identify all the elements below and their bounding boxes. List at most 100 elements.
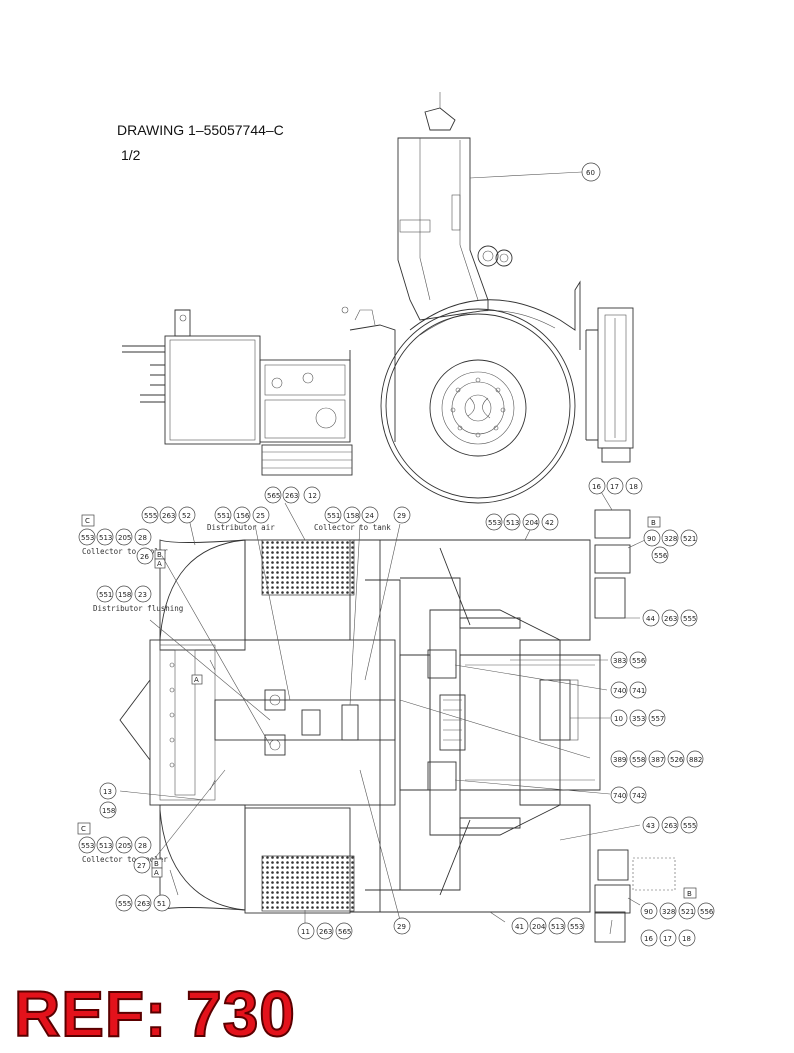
callout-circle xyxy=(282,486,300,504)
callout-number: 263 xyxy=(137,900,150,908)
callout-number: 263 xyxy=(664,822,677,830)
callout-number: 263 xyxy=(664,615,677,623)
callout-number: 882 xyxy=(689,756,702,764)
callout-263: 263 xyxy=(316,922,334,940)
callout-circle xyxy=(264,486,282,504)
callout-bubbles: 60 565 263 12 555 263 52 551 156 25 551 … xyxy=(78,162,715,947)
callout-circle xyxy=(115,836,133,854)
callout-158: 158 xyxy=(343,506,361,524)
callout-circle xyxy=(659,929,677,947)
callout-circle xyxy=(629,750,647,768)
callout-555: 555 xyxy=(141,506,159,524)
callout-number: 555 xyxy=(118,900,131,908)
callout-number: 740 xyxy=(613,687,626,695)
callout-circle xyxy=(648,750,666,768)
callout-circle xyxy=(178,506,196,524)
callout-513: 513 xyxy=(548,917,566,935)
callout-number: 23 xyxy=(138,591,147,599)
callout-number: 16 xyxy=(592,483,601,491)
callout-551: 551 xyxy=(96,585,114,603)
callout-204: 204 xyxy=(522,513,540,531)
callout-circle xyxy=(511,917,529,935)
callout-circle xyxy=(661,609,679,627)
callout-389: 389 xyxy=(610,750,628,768)
callout-circle xyxy=(393,917,411,935)
ref-label: REF: 730 xyxy=(13,978,296,1050)
callout-number: 24 xyxy=(365,512,374,520)
callout-26: 26 xyxy=(136,547,154,565)
callout-circle xyxy=(78,836,96,854)
callout-23: 23 xyxy=(134,585,152,603)
callout-number: 521 xyxy=(681,908,694,916)
callout-number: 158 xyxy=(346,512,359,520)
callout-number: 557 xyxy=(651,715,664,723)
callout-number: 17 xyxy=(610,483,619,491)
callout-circle xyxy=(252,506,270,524)
callout-circle xyxy=(134,528,152,546)
callout-number: 551 xyxy=(217,512,230,520)
callout-circle xyxy=(610,651,628,669)
callout-number: 16 xyxy=(644,935,653,943)
callout-number: 51 xyxy=(157,900,166,908)
callout-29: 29 xyxy=(393,917,411,935)
callout-number: 556 xyxy=(654,552,668,560)
callout-number: 513 xyxy=(506,519,519,527)
callout-circle xyxy=(297,922,315,940)
callout-29: 29 xyxy=(393,506,411,524)
callout-circle xyxy=(651,546,669,564)
callout-158: 158 xyxy=(115,585,133,603)
callout-number: 353 xyxy=(632,715,645,723)
callout-circle xyxy=(78,528,96,546)
callout-circle xyxy=(610,709,628,727)
callout-circle xyxy=(678,902,696,920)
callout-circle xyxy=(503,513,521,531)
callout-number: 526 xyxy=(670,756,684,764)
callout-number: 553 xyxy=(81,842,94,850)
callout-328: 328 xyxy=(659,902,677,920)
callout-number: 205 xyxy=(118,842,131,850)
callout-11: 11 xyxy=(297,922,315,940)
callout-28: 28 xyxy=(134,528,152,546)
callout-263: 263 xyxy=(282,486,300,504)
callout-513: 513 xyxy=(503,513,521,531)
callout-number: 263 xyxy=(162,512,175,520)
callout-number: 383 xyxy=(613,657,626,665)
callout-205: 205 xyxy=(115,836,133,854)
callout-circle xyxy=(522,513,540,531)
callout-number: 156 xyxy=(236,512,250,520)
callout-553: 553 xyxy=(485,513,503,531)
callout-28: 28 xyxy=(134,836,152,854)
callout-circle xyxy=(99,782,117,800)
callout-number: 741 xyxy=(632,687,645,695)
callout-number: 565 xyxy=(338,928,351,936)
callout-number: 263 xyxy=(319,928,332,936)
box-b-top: B xyxy=(157,551,162,559)
callout-90: 90 xyxy=(640,902,658,920)
callout-circle xyxy=(625,477,643,495)
box-b-right-top: B xyxy=(651,519,656,527)
callout-circle xyxy=(233,506,251,524)
callout-44: 44 xyxy=(642,609,660,627)
callout-number: 28 xyxy=(138,534,147,542)
callout-number: 205 xyxy=(118,534,131,542)
callout-383: 383 xyxy=(610,651,628,669)
note-collector-to-cooler-bottom: Collector to cooler xyxy=(82,855,168,864)
callout-557: 557 xyxy=(648,709,666,727)
callout-555: 555 xyxy=(680,609,698,627)
callout-circle xyxy=(115,585,133,603)
callout-263: 263 xyxy=(661,609,679,627)
callout-number: 90 xyxy=(644,908,653,916)
callout-circle xyxy=(680,816,698,834)
callout-60: 60 xyxy=(581,162,601,182)
callout-number: 553 xyxy=(570,923,583,931)
callout-circle xyxy=(667,750,685,768)
callout-number: 555 xyxy=(144,512,157,520)
callout-number: 740 xyxy=(613,792,626,800)
box-a-bottom: A xyxy=(154,869,159,877)
callout-16: 16 xyxy=(588,477,606,495)
callout-number: 52 xyxy=(182,512,191,520)
drawing-title: DRAWING 1–55057744–C xyxy=(117,122,284,138)
callout-number: 25 xyxy=(256,512,265,520)
callout-12: 12 xyxy=(303,486,321,504)
callout-circle xyxy=(141,506,159,524)
